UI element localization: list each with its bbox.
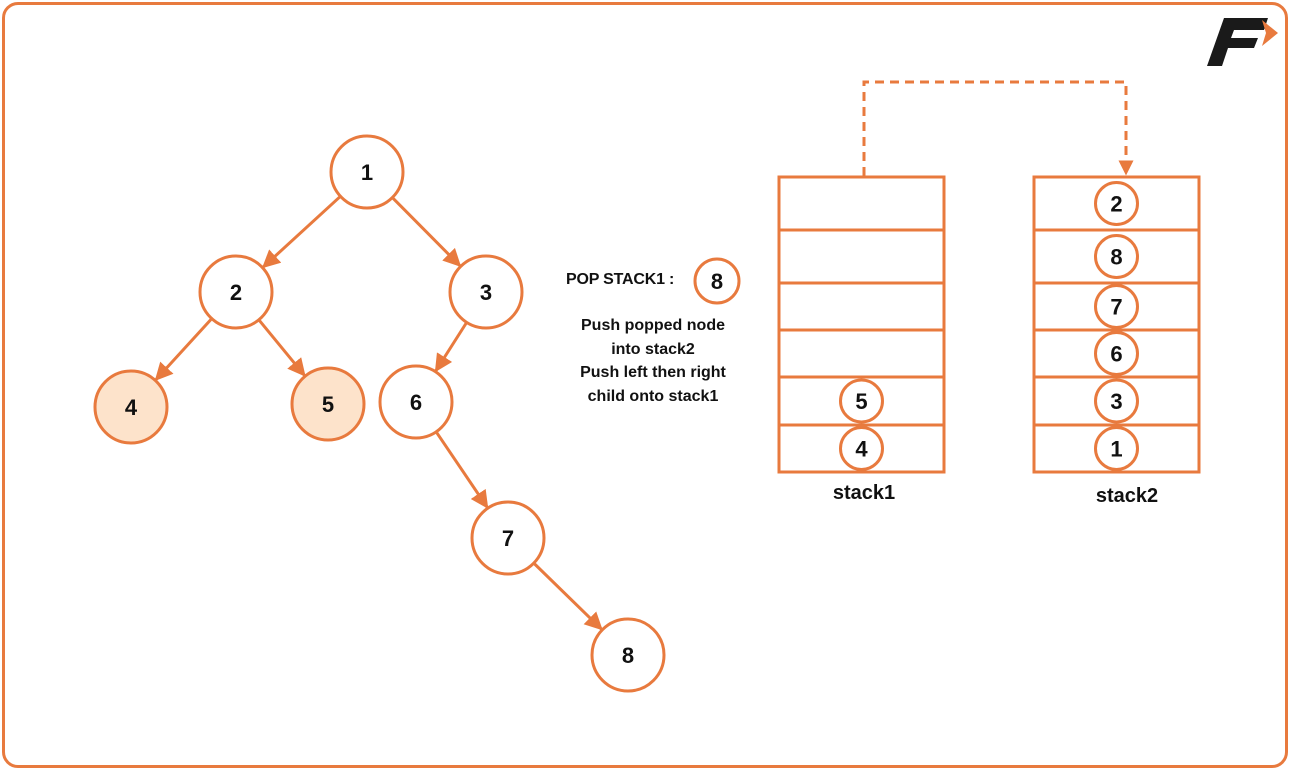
tree-node-3: 3 <box>448 254 524 330</box>
stack2-slot-value: 8 <box>1110 245 1122 270</box>
tree-node-5: 5 <box>290 366 366 442</box>
stack1-label: stack1 <box>833 482 895 504</box>
brand-f-logo-icon <box>1207 18 1278 66</box>
stack1-slot-value: 5 <box>855 389 867 414</box>
tree-node-label: 4 <box>125 395 138 420</box>
stack2: 2 8 7 6 3 1 <box>1032 175 1201 474</box>
stack2-slot: 6 <box>1094 331 1139 376</box>
stack2-slot-value: 7 <box>1110 295 1122 320</box>
pop-stack-label: POP STACK1 : <box>566 271 675 288</box>
tree-edge-n1-n2 <box>261 195 342 269</box>
tree-edge-n2-n5 <box>257 318 306 377</box>
tree-edge-n3-n6 <box>434 321 468 373</box>
tree-edges <box>154 195 603 631</box>
stack2-slot: 8 <box>1094 234 1139 279</box>
tree-edge-n6-n7 <box>434 430 489 509</box>
tree-node-1: 1 <box>329 134 405 210</box>
tree-nodes: 1 2 3 4 5 6 7 8 <box>93 134 666 693</box>
explanation-line: child onto stack1 <box>587 387 719 405</box>
transfer-arrow <box>862 80 1134 176</box>
tree-node-4: 4 <box>93 369 169 445</box>
explanation-line: Push popped node <box>581 317 725 334</box>
tree-edge-n1-n3 <box>391 196 462 268</box>
stack2-slot: 2 <box>1094 181 1139 226</box>
tree-node-label: 2 <box>230 280 242 305</box>
tree-node-label: 3 <box>480 280 492 305</box>
tree-edge-n2-n4 <box>154 317 213 382</box>
stack1-slot-value: 4 <box>855 437 868 462</box>
tree-edge-n7-n8 <box>532 562 603 631</box>
popped-node-value: 8 <box>711 269 723 294</box>
tree-node-label: 8 <box>622 643 634 668</box>
tree-node-label: 6 <box>410 390 422 415</box>
tree-node-8: 8 <box>590 617 666 693</box>
stack1-slot: 4 <box>839 426 884 471</box>
tree-node-2: 2 <box>198 254 274 330</box>
stack1: 54 <box>777 175 946 474</box>
tree-node-label: 5 <box>322 392 334 417</box>
tree-node-label: 7 <box>502 526 514 551</box>
stack2-slot: 1 <box>1094 426 1139 471</box>
stack2-slot-value: 1 <box>1110 437 1122 462</box>
tree-node-6: 6 <box>378 364 454 440</box>
stack2-label: stack2 <box>1096 485 1158 507</box>
popped-node: 8 <box>693 257 741 305</box>
stack1-slot: 5 <box>839 378 884 424</box>
stack2-slot-value: 3 <box>1110 389 1122 414</box>
stack2-slot: 3 <box>1094 378 1139 424</box>
stack2-slot-value: 6 <box>1110 342 1122 367</box>
tree-node-label: 1 <box>361 160 373 185</box>
step-explanation: Push popped node into stack2 Push left t… <box>560 314 746 408</box>
stack2-slot-value: 2 <box>1110 192 1122 217</box>
stack2-slot: 7 <box>1094 284 1139 329</box>
explanation-line: into stack2 <box>611 340 695 358</box>
tree-node-7: 7 <box>470 500 546 576</box>
explanation-line: Push left then right <box>580 364 726 381</box>
